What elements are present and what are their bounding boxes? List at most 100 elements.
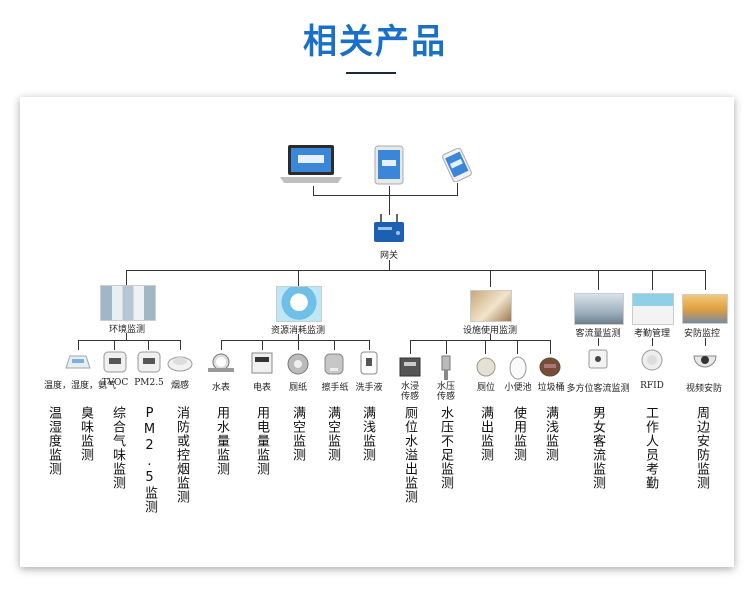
connector — [114, 340, 115, 350]
function-text: 满空监测 — [325, 406, 340, 462]
connector — [221, 340, 222, 350]
function-text: PM2.5监测 — [142, 406, 157, 514]
device-label: 烟感 — [170, 381, 189, 391]
function-text: 厕位水溢出监测 — [402, 406, 417, 504]
device-label: 厕纸 — [288, 383, 307, 393]
connector — [298, 270, 299, 287]
gateway-icon — [374, 214, 404, 242]
water-meter-icon — [208, 353, 234, 372]
device-label: 擦手纸 — [321, 383, 349, 393]
category-label: 安防监控 — [683, 329, 720, 339]
toilet-paper-dispenser-icon — [287, 353, 309, 375]
traffic-image — [574, 293, 624, 325]
security-camera-icon — [693, 355, 717, 368]
device-label: 温度，湿度，氨气 — [44, 381, 117, 391]
function-text: 满空监测 — [290, 406, 305, 462]
connector — [446, 340, 447, 354]
connector — [334, 340, 335, 350]
function-text: 综合气味监测 — [110, 406, 125, 490]
gateway-label: 网关 — [379, 251, 398, 261]
function-text: 温湿度监测 — [46, 406, 61, 476]
env-monitor-image — [100, 285, 156, 321]
connector — [490, 270, 491, 287]
connector — [126, 333, 127, 340]
device-label: PM2.5 — [134, 378, 164, 388]
connector — [180, 340, 181, 350]
connector — [369, 340, 370, 350]
resource-image — [276, 286, 322, 322]
device-label: 水表 — [211, 383, 230, 393]
function-text: 满浅监测 — [360, 406, 375, 462]
tablet-icon — [374, 145, 404, 185]
urinal-sensor-icon — [509, 356, 527, 380]
device-label: 洗手液 — [355, 383, 383, 393]
facility-image — [470, 290, 512, 322]
connector — [652, 270, 653, 290]
title-underline — [346, 72, 396, 74]
connector — [410, 340, 411, 354]
connector — [389, 195, 390, 215]
connector — [550, 340, 551, 354]
device-label: 水压传感 — [436, 382, 455, 402]
connector — [652, 338, 653, 346]
pm25-sensor-icon — [137, 351, 161, 373]
category-label: 客流量监测 — [575, 329, 621, 339]
device-label: 垃圾桶 — [537, 383, 565, 393]
connector — [490, 334, 491, 340]
function-text: 使用监测 — [511, 406, 526, 462]
towel-dispenser-icon — [324, 353, 344, 375]
device-label: TVOC — [101, 378, 129, 388]
connector — [298, 340, 299, 350]
connector — [705, 270, 706, 290]
security-image — [682, 294, 728, 324]
water-pressure-sensor-icon — [441, 355, 451, 380]
device-label: 多方位客流监测 — [566, 384, 630, 394]
category-label: 考勤管理 — [633, 329, 670, 339]
trash-bin-sensor-icon — [539, 357, 561, 377]
function-text: 臭味监测 — [78, 406, 93, 462]
rfid-reader-icon — [641, 349, 663, 371]
water-leak-sensor-icon — [399, 357, 421, 377]
connector — [485, 340, 486, 354]
page-title: 相关产品 — [303, 22, 447, 62]
function-text: 用水量监测 — [214, 406, 229, 476]
connector — [313, 186, 314, 195]
function-text: 用电量监测 — [254, 406, 269, 476]
device-label: 视频安防 — [685, 384, 722, 394]
connector — [126, 270, 127, 287]
temp-humidity-sensor-icon — [65, 355, 91, 369]
function-text: 消防或控烟监测 — [174, 406, 189, 504]
sub-bus — [410, 340, 550, 341]
category-label: 资源消耗监测 — [270, 326, 325, 336]
sub-bus — [221, 340, 369, 341]
function-text: 水压不足监测 — [438, 406, 453, 490]
device-label: 厕位 — [476, 383, 495, 393]
function-text: 男女客流监测 — [590, 406, 605, 490]
laptop-icon — [280, 145, 342, 183]
connector — [262, 340, 263, 350]
function-text: 工作人员考勤 — [643, 406, 658, 490]
electric-meter-icon — [251, 352, 273, 374]
connector — [457, 183, 458, 195]
smoke-detector-icon — [167, 356, 193, 372]
category-label: 环境监测 — [108, 325, 145, 335]
people-counter-icon — [588, 349, 608, 369]
connector — [389, 186, 390, 195]
tvoc-sensor-icon — [103, 351, 127, 373]
sub-bus — [78, 340, 180, 341]
function-text: 满浅监测 — [543, 406, 558, 462]
attendance-image — [632, 293, 674, 325]
phone-icon — [442, 148, 472, 182]
main-bus — [126, 270, 705, 271]
device-label: 电表 — [252, 383, 271, 393]
connector — [298, 334, 299, 340]
soap-dispenser-icon — [360, 351, 378, 375]
connector — [313, 195, 458, 196]
toilet-stall-sensor-icon — [476, 357, 496, 377]
function-text: 周边安防监测 — [694, 406, 709, 490]
function-text: 满出监测 — [478, 406, 493, 462]
connector — [517, 340, 518, 354]
device-label: 小便池 — [504, 383, 532, 393]
connector — [78, 340, 79, 350]
category-label: 设施使用监测 — [462, 326, 517, 336]
